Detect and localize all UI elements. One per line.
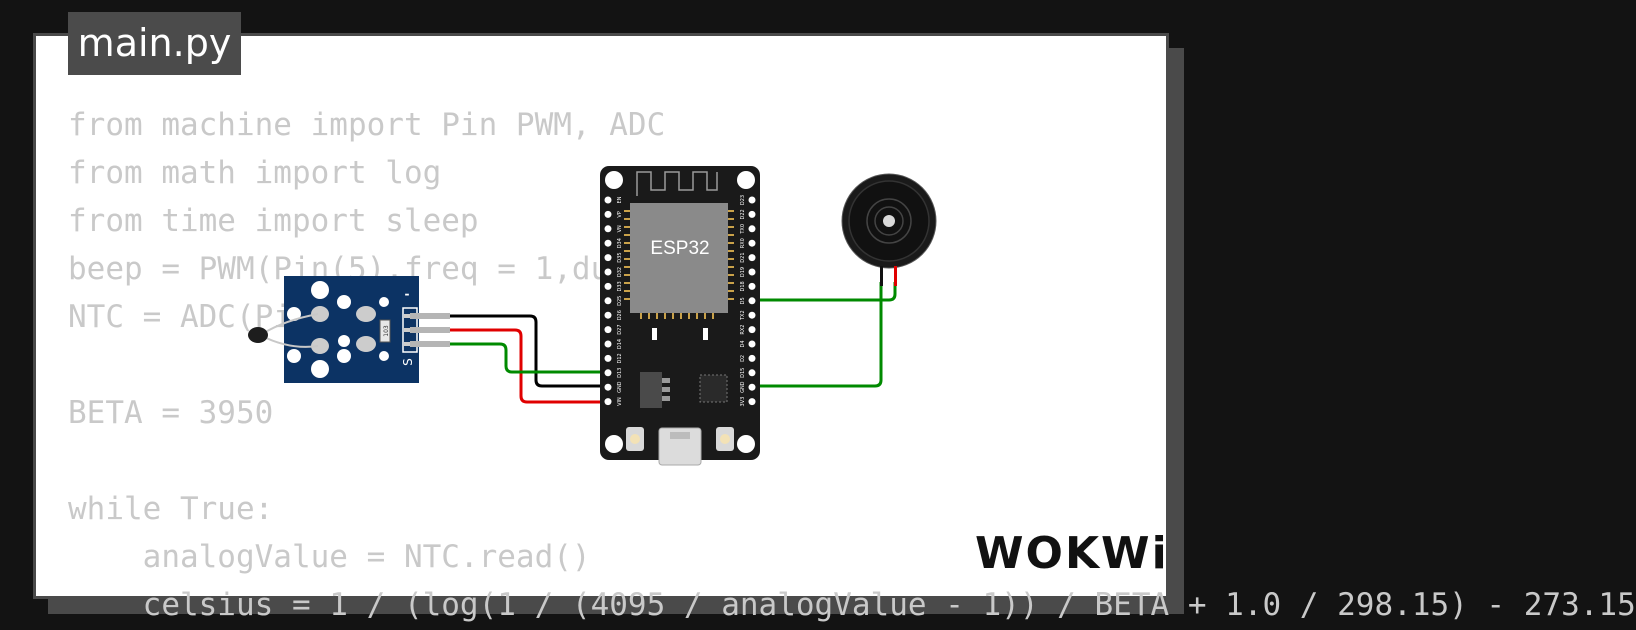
reset-button[interactable]	[716, 427, 734, 451]
pin-label: D15	[740, 368, 746, 378]
wokwi-logo[interactable]: WOKWi	[975, 528, 1169, 579]
code-line: analogValue = NTC.read()	[68, 539, 591, 575]
pin-label: D4	[740, 340, 746, 347]
pin-label: RX0	[740, 238, 746, 248]
wire-buzzer-gnd[interactable]	[750, 282, 883, 388]
wires	[412, 282, 897, 404]
voltage-regulator	[640, 372, 662, 408]
esp32-chip-label: ESP32	[650, 238, 709, 259]
pin-label: D35	[617, 252, 623, 262]
pin-label: D33	[617, 281, 623, 291]
usb-uart-chip	[699, 374, 728, 403]
resistor-label: 103	[383, 325, 390, 337]
wire-signal[interactable]	[412, 342, 609, 374]
esp32-chip	[630, 203, 728, 313]
pin-label: D32	[617, 267, 623, 277]
code-line: celsius = 1 / (log(1 / (4095 / analogVal…	[68, 587, 1636, 623]
code-line: from math import log	[68, 155, 442, 191]
ntc-sensor-module[interactable]: 103 - S	[248, 276, 450, 383]
usb-port	[658, 427, 702, 466]
pin-label: 3V3	[740, 397, 746, 407]
boot-button[interactable]	[626, 427, 644, 451]
left-pin-header	[604, 196, 612, 406]
pin-label: GND	[740, 381, 746, 393]
pin-label: D18	[740, 281, 746, 291]
thermistor-probe[interactable]	[248, 327, 268, 343]
pin-label: D26	[617, 310, 623, 320]
pin-label: D5	[740, 297, 746, 304]
code-line: from machine import Pin PWM, ADC	[68, 107, 666, 143]
pin-label: D22	[740, 209, 746, 219]
right-pin-header	[748, 196, 756, 406]
signal-pin-label: S	[401, 358, 415, 366]
pin-label: TX0	[740, 224, 746, 235]
pin-label: GND	[617, 381, 623, 393]
wire-gnd[interactable]	[412, 314, 609, 388]
pin-label: D25	[617, 296, 623, 306]
pin-label: D12	[617, 353, 623, 363]
pin-label: D27	[617, 324, 623, 334]
circuit-diagram: 103 - S ESP32	[248, 166, 937, 466]
pin-label: EN	[617, 196, 623, 203]
filename-tab[interactable]: main.py	[68, 12, 241, 75]
code-editor[interactable]: from machine import Pin PWM, ADC from mat…	[68, 101, 1636, 629]
minus-pin-label: -	[405, 287, 410, 301]
pin-label: D23	[740, 195, 746, 205]
pin-label: VP	[617, 211, 623, 217]
code-line: BETA = 3950	[68, 395, 274, 431]
pin-label: VN	[617, 225, 623, 232]
esp32-board[interactable]: ESP32 EN VP VN D34 D35 D32 D33 D25 D26 D…	[600, 166, 760, 466]
pin-label: VIN	[617, 397, 623, 406]
wire-vcc[interactable]	[412, 328, 609, 404]
code-clip: from machine import Pin PWM, ADC from mat…	[33, 33, 1636, 623]
pin-label: D13	[617, 368, 623, 378]
pin-label: D19	[740, 267, 746, 277]
pin-label: RX2	[740, 325, 746, 335]
wire-buzzer-signal[interactable]	[750, 282, 897, 302]
piezo-buzzer[interactable]	[841, 173, 937, 286]
pin-label: D2	[740, 355, 746, 362]
code-line: while True:	[68, 491, 274, 527]
pin-label: D14	[617, 339, 623, 349]
code-line: from time import sleep	[68, 203, 479, 239]
pin-label: D34	[617, 238, 623, 248]
pin-label: D21	[740, 252, 746, 262]
pin-label: TX2	[740, 310, 746, 321]
